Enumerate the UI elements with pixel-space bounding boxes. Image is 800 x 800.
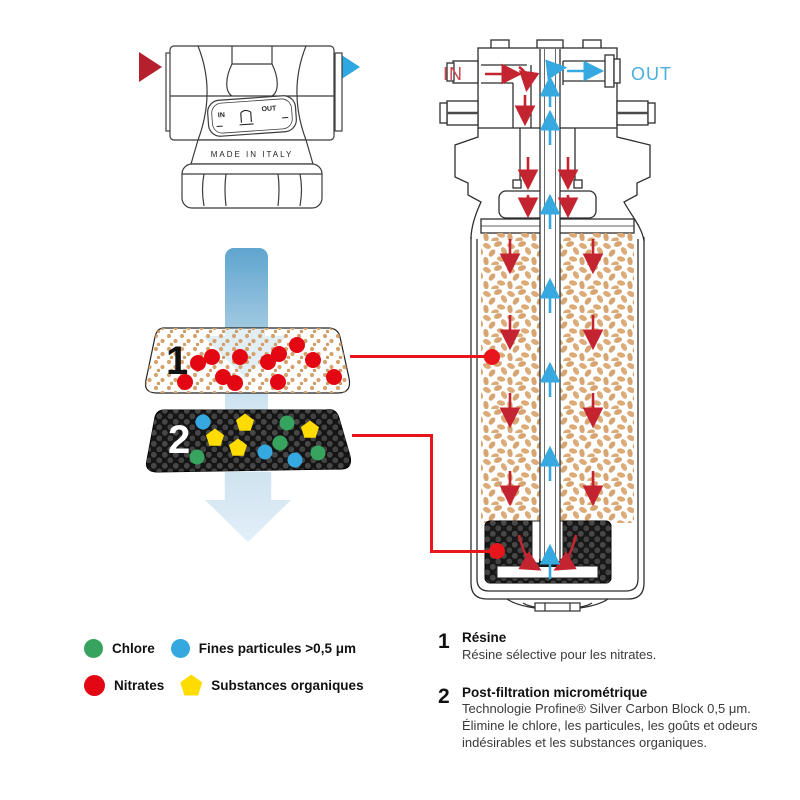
legend-label: Substances organiques [211, 677, 364, 693]
callout-dot-1 [484, 349, 500, 365]
legend-item-fines-particules: Fines particules >0,5 μm [170, 638, 356, 658]
callout-line-2a [352, 434, 433, 437]
nitrates-dot-icon [84, 674, 105, 696]
layer-2-carbon: 2 [146, 409, 351, 473]
nitrate-dots [177, 337, 342, 391]
chlore-dot-icon [84, 638, 103, 658]
profine-logo-mark [239, 109, 254, 126]
substances-organiques-pentagon-icon [180, 674, 203, 696]
nut-outline [181, 163, 323, 209]
note-number: 2 [438, 684, 450, 708]
notes: 1 Résine Résine sélective pour les nitra… [438, 630, 772, 772]
note-post-filtration: 2 Post-filtration micrométrique Technolo… [438, 685, 772, 752]
cartridge-cross-section: IN OUT [439, 39, 672, 612]
note-body: Résine sélective pour les nitrates. [462, 646, 657, 662]
filter-head-drawing: IN OUT MADE IN ITALY [139, 45, 360, 209]
bottom-pedestal [506, 598, 609, 612]
legend-label: Chlore [112, 640, 155, 656]
legend-label: Fines particules >0,5 μm [198, 640, 356, 656]
callout-line-2b [430, 434, 433, 553]
note-title: Post-filtration micrométrique [462, 684, 648, 700]
inlet-arrow-icon [139, 52, 162, 82]
callout-line-1 [350, 355, 492, 358]
layer-1-number: 1 [166, 339, 188, 383]
layer-1-resin: 1 [144, 327, 351, 394]
filtration-layers: 1 2 [144, 327, 351, 473]
plate-out-label: OUT [261, 105, 277, 113]
note-title: Résine [462, 630, 507, 645]
fines-particules-dot-icon [170, 638, 190, 658]
legend-item-chlore: Chlore [84, 638, 155, 658]
red-flow-arrows [485, 63, 604, 571]
outlet-arrow-icon [337, 52, 360, 82]
legend-item-substances-organiques: Substances organiques [180, 674, 364, 696]
contaminant-dots [189, 413, 326, 468]
plate-in-label: IN [218, 112, 225, 119]
label-plate: IN OUT [207, 95, 297, 137]
legend-row-2: Nitrates Substances organiques [84, 673, 380, 697]
legend-item-nitrates: Nitrates [84, 674, 165, 696]
note-body: Technologie Profine® Silver Carbon Block… [462, 701, 758, 750]
cross-section-in-label: IN [443, 64, 463, 84]
flow-down-arrow-icon [205, 472, 291, 542]
legend: Chlore Fines particules >0,5 μm Nitrates… [84, 636, 380, 710]
note-resine: 1 Résine Résine sélective pour les nitra… [438, 630, 772, 664]
note-number: 1 [438, 630, 450, 653]
cross-section-out-label: OUT [631, 64, 672, 84]
blue-flow-arrows [539, 59, 605, 579]
callout-line-2c [430, 550, 498, 553]
made-in-italy-label: MADE IN ITALY [211, 150, 294, 159]
layer-2-number: 2 [168, 418, 190, 462]
legend-row-1: Chlore Fines particules >0,5 μm [84, 636, 380, 660]
legend-label: Nitrates [114, 677, 165, 693]
